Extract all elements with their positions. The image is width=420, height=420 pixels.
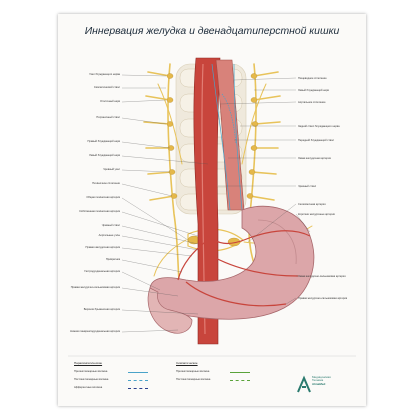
label-left: Пограничный ствол [96, 116, 120, 119]
duodenum [147, 287, 193, 334]
legend-line [128, 379, 148, 381]
vagus-fibres [211, 63, 243, 211]
label-right: Передний блуждающий ствол [298, 139, 335, 142]
logo-line: Медицинская [312, 375, 331, 379]
label-left: Чревный ствол [101, 224, 120, 227]
legend-row-label: Постганглионарные волокна [176, 378, 211, 381]
label-right: Левая желудочно-сальниковая артерия [298, 275, 346, 278]
label-right: Пищеводное сплетение [298, 77, 327, 80]
legend-row-label: Преганглионарные волокна [176, 370, 210, 373]
legend-line [230, 371, 250, 373]
label-right: Правая желудочно-сальниковая артерия [298, 297, 348, 300]
legend-row-label: Постганглионарные волокна [74, 378, 109, 381]
logo-line: AlmaMed [312, 381, 326, 386]
leader-lines-right [218, 77, 311, 305]
label-left: Собственная печёночная артерия [79, 210, 120, 213]
label-left: Правый блуждающий нерв [87, 140, 120, 143]
label-right: Левая желудочная артерия [298, 157, 331, 160]
logo-line: Техника [312, 378, 324, 383]
legend-heading-parasympathetic: Парасимпатические [74, 361, 103, 365]
almamed-logo-icon [297, 375, 311, 393]
poster-title: Иннервация желудка и двенадцатиперстной … [84, 26, 340, 37]
label-left: Симпатический ствол [93, 86, 120, 89]
gastric-arteries [177, 230, 311, 307]
label-right: Селезёночная артерия [298, 203, 326, 206]
label-right: Короткие желудочные артерии [298, 213, 336, 216]
label-left: Отолочный нерв [99, 100, 120, 103]
legend-row-label: Афферентные волокна [74, 386, 103, 389]
label-right: Аортальное сплетение [298, 101, 326, 104]
legend-heading-sympathetic: Симпатические [176, 361, 198, 365]
leader-lines-left [121, 74, 209, 333]
anatomy-illustration [68, 57, 356, 357]
label-right: Задний ствол блуждающего нерва [298, 125, 340, 128]
label-right: Чревный ствол [298, 185, 317, 188]
anatomy-poster: Иннервация желудка и двенадцатиперстной … [58, 14, 366, 406]
label-right: Левый блуждающий нерв [298, 89, 329, 92]
legend-line [128, 371, 148, 373]
label-left: Верхняя брыжеечная артерия [83, 308, 120, 311]
legend-line [230, 379, 250, 381]
logo-text: Медицинская Техника AlmaMed [312, 375, 331, 386]
legend-row-label: Преганглионарные волокна [74, 370, 108, 373]
label-left: Узел блуждающего нерва [89, 73, 120, 76]
aorta [193, 57, 221, 345]
label-left: Гастродуоденальная артерия [84, 270, 120, 273]
legend-line [128, 387, 148, 389]
label-left: Привратник [105, 258, 120, 261]
label-left: Левый блуждающий нерв [89, 154, 120, 157]
label-left: Нижняя панкреатодуоденальная артерия [70, 330, 120, 333]
label-left: Правая желудочная артерия [85, 246, 120, 249]
label-left: Печёночное сплетение [92, 182, 120, 185]
label-left: Чревный узел [103, 168, 120, 171]
label-left: Общая печёночная артерия [86, 196, 120, 199]
label-left: Аортальные узлы [98, 234, 120, 237]
label-left: Правая желудочно-сальниковая артерия [70, 286, 120, 289]
